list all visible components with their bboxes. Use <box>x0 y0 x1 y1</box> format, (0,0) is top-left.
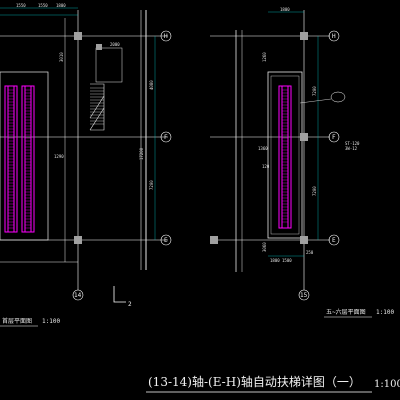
column-e-left <box>210 236 218 244</box>
axis-bubble-f-right <box>328 131 340 143</box>
dim-right-b: 7200 <box>149 180 154 190</box>
dim-r-f: 3060 <box>262 242 267 252</box>
stair-treads <box>90 87 104 125</box>
dim-r-side-b: 7200 <box>312 186 317 196</box>
dim-r-a: 1260 <box>262 52 267 62</box>
escalator-right <box>278 85 292 229</box>
axis-label-h-right: H <box>332 33 336 40</box>
axis-bubble-e-right <box>328 234 340 246</box>
dim-r-c: 1360 <box>258 146 268 151</box>
column-e14 <box>74 236 82 244</box>
column-h15 <box>300 32 308 40</box>
column-h14 <box>74 32 82 40</box>
left-view-scale: 1:100 <box>42 318 60 325</box>
section-mark-label: 2 <box>128 301 132 308</box>
escalator-right-steps <box>282 89 288 223</box>
axis-bubble-h-left <box>160 30 172 42</box>
dim-r-side-a: 7200 <box>312 86 317 96</box>
axis-bubble-e-left <box>160 234 172 246</box>
note-st: ST-120 <box>345 141 360 146</box>
right-view-caption: 五~六层平面图 <box>326 308 366 316</box>
note-3w: 3W-12 <box>345 146 358 151</box>
axis-bubble-14 <box>72 289 84 301</box>
axis-label-15: 15 <box>300 292 308 299</box>
axis-bubble-h-right <box>328 30 340 42</box>
dim-r-g: 1500 <box>282 258 292 263</box>
dim-top-4: 2000 <box>110 42 120 47</box>
stair-symbol <box>89 83 105 131</box>
dim-r-b: 1800 <box>270 258 280 263</box>
axis-label-e-right: E <box>332 237 336 244</box>
dim-r-e: 120 <box>262 164 270 169</box>
callout-leader <box>299 98 332 104</box>
escalator-pit-right <box>267 71 303 239</box>
axis-label-f-right: F <box>332 134 336 141</box>
right-plan-view: 1800 1260 1360 120 3060 1500 250 1800 72… <box>210 7 394 318</box>
stair-area-box <box>95 47 123 83</box>
dim-top-2: 1550 <box>38 3 48 8</box>
axis-bubble-15 <box>298 289 310 301</box>
drawing-scale: 1:100 <box>374 379 400 390</box>
left-plan-view: 1550 1550 1800 2000 4080 7200 17200 1290… <box>0 3 172 327</box>
escalator-pit-left <box>0 71 49 241</box>
dim-top-3: 1800 <box>56 3 66 8</box>
escalator-pit-right-inner <box>270 75 300 235</box>
dim-left-a: 3010 <box>59 52 64 62</box>
axis-label-f-left: F <box>164 134 168 141</box>
axis-label-e-left: E <box>164 237 168 244</box>
dim-mid-a: 1290 <box>54 154 64 159</box>
drawing-title: (13-14)轴-(E-H)轴自动扶梯详图（一） <box>148 374 361 389</box>
section-mark <box>113 286 126 303</box>
right-view-scale: 1:100 <box>376 309 394 316</box>
axis-label-h-left: H <box>164 33 168 40</box>
dim-r-top: 1800 <box>280 7 290 12</box>
column-f15 <box>300 133 308 141</box>
dim-top-1: 1550 <box>16 3 26 8</box>
column-e15 <box>300 236 308 244</box>
callout-bubble <box>330 91 346 103</box>
column-h-small <box>96 44 102 50</box>
dim-right-a: 4080 <box>149 80 154 90</box>
axis-bubble-f-left <box>160 131 172 143</box>
dim-mid-b: 17200 <box>139 147 144 160</box>
escalator-left-steps <box>8 89 31 229</box>
axis-label-14: 14 <box>74 292 82 299</box>
left-view-caption: 首层平面图 <box>2 317 32 325</box>
dim-r-d: 250 <box>306 250 314 255</box>
